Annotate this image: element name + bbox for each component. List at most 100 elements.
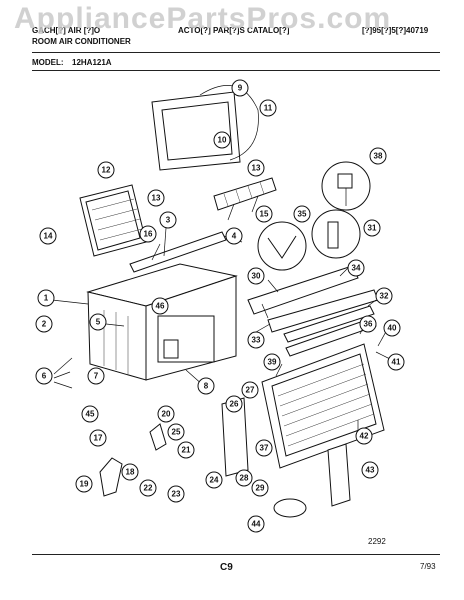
svg-text:18: 18 (126, 468, 135, 477)
svg-text:1: 1 (44, 294, 49, 303)
callout-9: 9 (231, 79, 249, 97)
callout-35: 35 (293, 205, 311, 223)
site-watermark: AppliancePartsPros.com (14, 2, 392, 35)
header-rule-top (32, 52, 440, 53)
svg-text:36: 36 (364, 320, 373, 329)
callout-17: 17 (89, 429, 107, 447)
callout-13a: 13 (147, 189, 165, 207)
callout-22: 22 (139, 479, 157, 497)
svg-text:15: 15 (260, 210, 269, 219)
callout-23: 23 (167, 485, 185, 503)
svg-text:40: 40 (388, 324, 397, 333)
callout-12: 12 (97, 161, 115, 179)
callout-43: 43 (361, 461, 379, 479)
bracket-detail (257, 221, 307, 271)
callout-28: 28 (235, 469, 253, 487)
switch-part (149, 423, 167, 451)
cabinet-chassis (86, 263, 238, 381)
svg-text:30: 30 (252, 272, 261, 281)
svg-text:12: 12 (102, 166, 111, 175)
callout-4: 4 (225, 227, 243, 245)
svg-text:42: 42 (360, 432, 369, 441)
callout-8: 8 (197, 377, 215, 395)
svg-text:5: 5 (96, 318, 101, 327)
svg-text:46: 46 (156, 302, 165, 311)
svg-text:38: 38 (374, 152, 383, 161)
vane-rails (247, 265, 379, 357)
svg-text:11: 11 (264, 104, 273, 113)
svg-text:27: 27 (246, 386, 255, 395)
callout-34: 34 (347, 259, 365, 277)
svg-text:24: 24 (210, 476, 219, 485)
top-rail (129, 231, 227, 273)
callout-18: 18 (121, 463, 139, 481)
callout-36: 36 (359, 315, 377, 333)
callout-33: 33 (247, 331, 265, 349)
callout-31: 31 (363, 219, 381, 237)
svg-text:13: 13 (152, 194, 161, 203)
callout-6: 6 (35, 367, 53, 385)
callout-21: 21 (177, 441, 195, 459)
svg-text:22: 22 (144, 484, 153, 493)
callout-3: 3 (159, 211, 177, 229)
svg-text:37: 37 (260, 444, 269, 453)
callout-42: 42 (355, 427, 373, 445)
callout-15: 15 (255, 205, 273, 223)
callout-24: 24 (205, 471, 223, 489)
svg-text:19: 19 (80, 480, 89, 489)
header-catalog-title: ACTO[?] PAR[?]S CATALO[?] (178, 26, 290, 35)
model-label: MODEL: (32, 58, 64, 67)
front-grille-panel (151, 85, 259, 171)
callout-26: 26 (225, 395, 243, 413)
callout-5: 5 (89, 313, 107, 331)
louver-strip (213, 177, 277, 211)
svg-text:2: 2 (42, 320, 47, 329)
header-rule-bottom (32, 70, 440, 71)
svg-text:13: 13 (252, 164, 261, 173)
callout-39: 39 (263, 353, 281, 371)
svg-text:44: 44 (252, 520, 261, 529)
svg-text:16: 16 (144, 230, 153, 239)
callout-40: 40 (383, 319, 401, 337)
callout-11: 11 (259, 99, 277, 117)
front-grille (261, 343, 385, 469)
svg-text:43: 43 (366, 466, 375, 475)
svg-text:4: 4 (232, 232, 237, 241)
svg-text:34: 34 (352, 264, 361, 273)
svg-text:31: 31 (368, 224, 377, 233)
mounting-bracket (99, 457, 123, 497)
svg-text:26: 26 (230, 400, 239, 409)
callout-38: 38 (369, 147, 387, 165)
svg-text:28: 28 (240, 474, 249, 483)
svg-text:6: 6 (42, 372, 47, 381)
callout-32: 32 (375, 287, 393, 305)
callout-14: 14 (39, 227, 57, 245)
callout-37: 37 (255, 439, 273, 457)
callout-29: 29 (251, 479, 269, 497)
header-brand: GACH[?] AIR [?]O (32, 26, 101, 35)
callout-2: 2 (35, 315, 53, 333)
callout-25: 25 (167, 423, 185, 441)
callout-20: 20 (157, 405, 175, 423)
callout-46: 46 (151, 297, 169, 315)
callout-41: 41 (387, 353, 405, 371)
svg-text:9: 9 (238, 84, 243, 93)
svg-text:10: 10 (218, 136, 227, 145)
clip-detail (311, 209, 361, 259)
svg-text:7: 7 (94, 372, 99, 381)
svg-text:25: 25 (172, 428, 181, 437)
svg-text:21: 21 (182, 446, 191, 455)
callout-19: 19 (75, 475, 93, 493)
callout-45: 45 (81, 405, 99, 423)
model-number: 12HA121A (72, 58, 112, 67)
callout-27: 27 (241, 381, 259, 399)
callout-16: 16 (139, 225, 157, 243)
side-panel (327, 443, 351, 507)
svg-text:8: 8 (204, 382, 209, 391)
header-product-type: ROOM AIR CONDITIONER (32, 37, 131, 46)
header-catalog-number: [?]95[?]5[?]40719 (362, 26, 429, 35)
svg-text:17: 17 (94, 434, 103, 443)
svg-text:39: 39 (268, 358, 277, 367)
callout-30: 30 (247, 267, 265, 285)
